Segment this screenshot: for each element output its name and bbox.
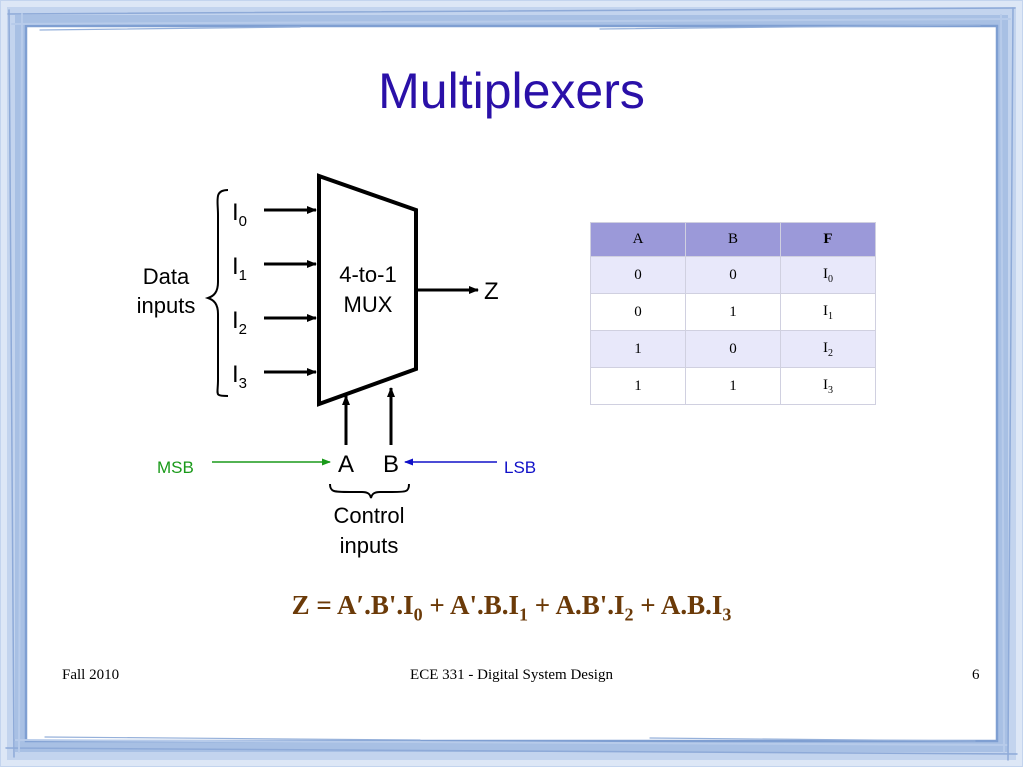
cell-b: 0	[685, 256, 781, 294]
control-inputs-label-line2: inputs	[340, 533, 399, 558]
truth-table: A B F 0 0 I0 0 1 I1 1 0 I2 1 1	[590, 222, 876, 405]
msb-label: MSB	[157, 458, 194, 477]
table-row: 0 0 I0	[590, 256, 876, 294]
footer-course: ECE 331 - Digital System Design	[410, 667, 613, 683]
page-number: 6	[972, 667, 980, 683]
header-f: F	[780, 222, 876, 257]
cell-f: I0	[780, 256, 876, 294]
cell-b: 0	[685, 330, 781, 368]
footer-date: Fall 2010	[62, 667, 120, 683]
input-label-i2: I2	[232, 307, 247, 338]
select-label-b: B	[383, 451, 399, 478]
input-label-i1: I1	[232, 253, 247, 284]
table-row: 0 1 I1	[590, 293, 876, 331]
data-inputs-brace	[204, 189, 229, 397]
output-label: Z	[484, 278, 499, 305]
input-label-i3: I3	[232, 361, 247, 392]
cell-b: 1	[685, 293, 781, 331]
table-row: 1 1 I3	[590, 367, 876, 405]
cell-a: 0	[590, 293, 686, 331]
cell-f: I3	[780, 367, 876, 405]
mux-equation: Z = A′.B'.I0 + A'.B.I1 + A.B'.I2 + A.B.I…	[291, 590, 732, 625]
header-b: B	[685, 222, 781, 257]
slide-title: Multiplexers	[378, 63, 645, 119]
truth-table-header-row: A B F	[590, 222, 876, 257]
mux-label-line1: 4-to-1	[339, 262, 396, 287]
table-row: 1 0 I2	[590, 330, 876, 368]
control-inputs-brace	[329, 483, 410, 499]
select-label-a: A	[338, 451, 354, 478]
header-a: A	[590, 222, 686, 257]
cell-a: 1	[590, 367, 686, 405]
mux-label-line2: MUX	[344, 292, 393, 317]
cell-f: I1	[780, 293, 876, 331]
lsb-label: LSB	[504, 458, 536, 477]
cell-a: 1	[590, 330, 686, 368]
cell-f: I2	[780, 330, 876, 368]
cell-b: 1	[685, 367, 781, 405]
data-inputs-label-line2: inputs	[137, 293, 196, 318]
control-inputs-label-line1: Control	[334, 503, 405, 528]
input-label-i0: I0	[232, 199, 247, 230]
mux-body	[317, 173, 418, 407]
data-inputs-label-line1: Data	[143, 264, 190, 289]
cell-a: 0	[590, 256, 686, 294]
